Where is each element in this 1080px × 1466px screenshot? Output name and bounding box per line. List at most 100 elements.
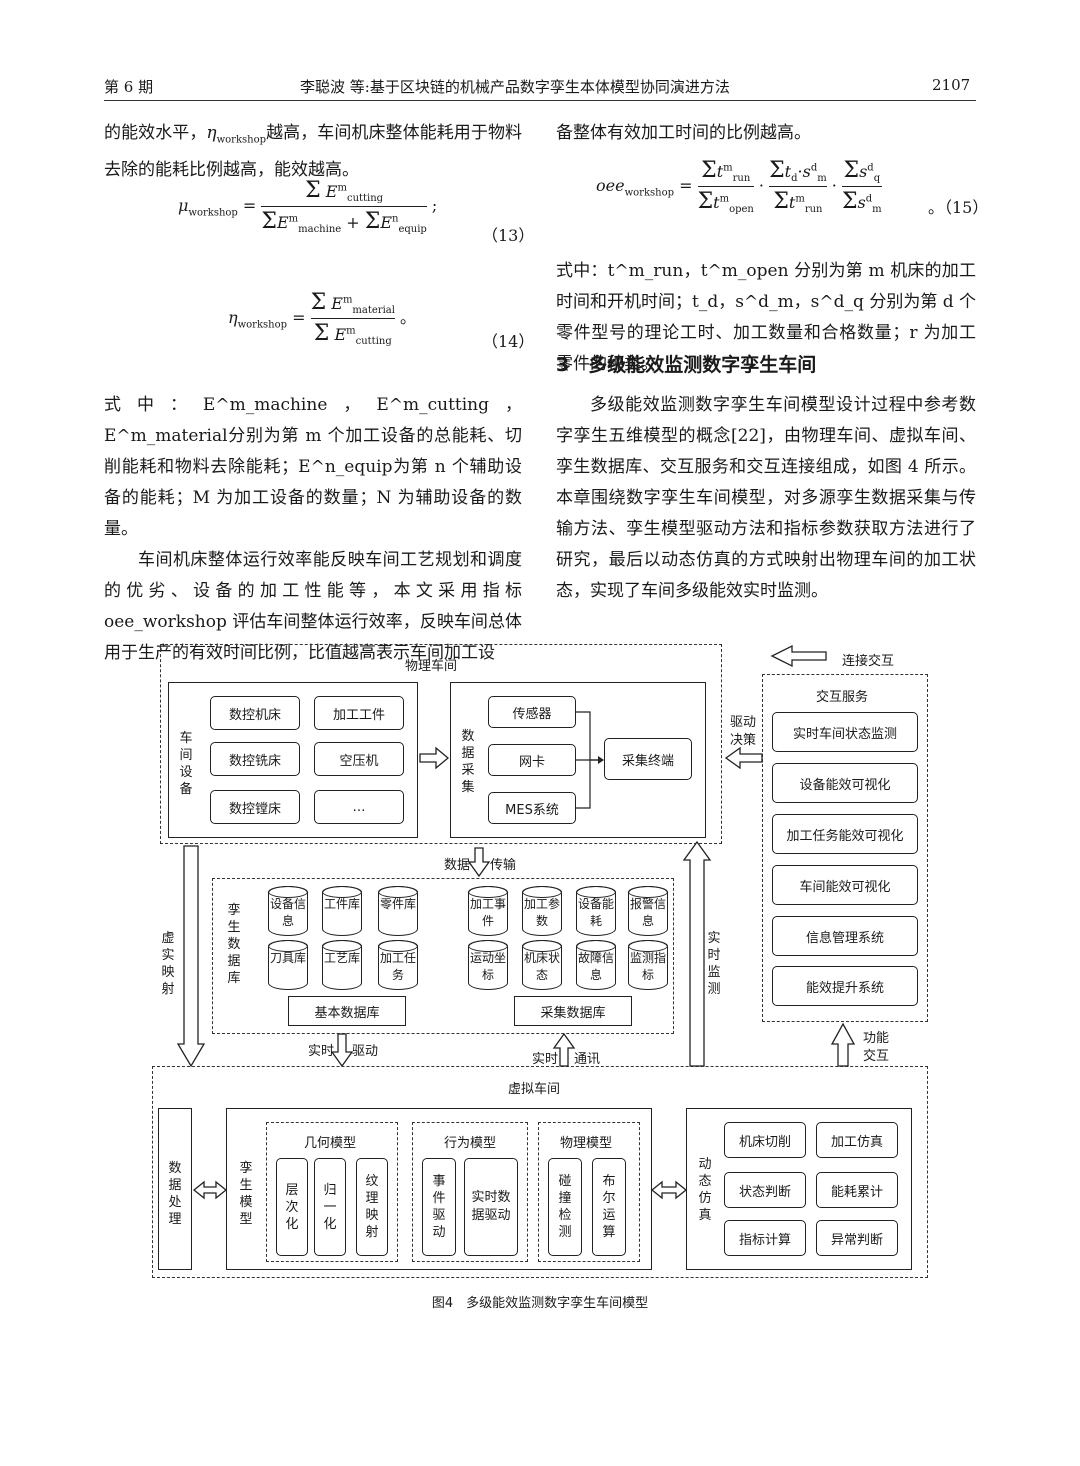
right-para-3: 多级能效监测数字孪生车间模型设计过程中参考数字孪生五维模型的概念[22]，由物理… (556, 395, 976, 601)
drive-decision-label: 驱动决策 (729, 715, 756, 748)
arrow-func-interact (830, 1022, 856, 1067)
figure-caption: 图4 多级能效监测数字孪生车间模型 (431, 1296, 649, 1311)
geo-model-label: 几何模型 (304, 1136, 357, 1151)
geo-item-3: 纹理映射 (356, 1158, 388, 1256)
collect-sensor: 传感器 (488, 696, 576, 728)
base-database: 基本数据库 (288, 996, 406, 1026)
right-para-1: 备整体有效加工时间的比例越高。 (556, 123, 811, 143)
connect-interaction-label: 连接交互 (842, 654, 895, 669)
equip-compressor: 空压机 (314, 742, 404, 776)
db-alarm: 报警信息 (628, 886, 668, 936)
left-para-2: 式中：E^m_machine，E^m_cutting，E^m_material分… (104, 395, 522, 663)
data-collect-label: 数据采集 (461, 729, 475, 795)
data-processing-label: 数据处理 (168, 1161, 182, 1227)
realtime-monitor-label: 实时监测 (707, 931, 721, 997)
sim-item-5: 指标计算 (724, 1220, 806, 1256)
db-coords: 运动坐标 (468, 940, 508, 990)
phy-model-label: 物理模型 (560, 1136, 613, 1151)
collect-terminal: 采集终端 (604, 738, 692, 780)
twin-database-label: 孪生数据库 (227, 903, 241, 986)
data-label-b: 传输 (490, 858, 517, 873)
sim-item-6: 异常判断 (816, 1220, 898, 1256)
db-tasks: 加工任务 (378, 940, 418, 990)
geo-item-1: 层次化 (276, 1158, 308, 1256)
geo-item-2: 归一化 (314, 1158, 346, 1256)
left-para-1: 的能效水平，ηworkshop越高，车间机床整体能耗用于物料去除的能耗比例越高，… (104, 123, 523, 181)
rt-drive-b: 驱动 (352, 1044, 379, 1059)
rt-drive-a: 实时 (308, 1044, 335, 1059)
data-collect-box (450, 682, 706, 838)
db-machine-state: 机床状态 (522, 940, 562, 990)
twin-model-label: 孪生模型 (239, 1161, 253, 1227)
arrow-service-to-physical (724, 746, 763, 770)
section-title: 3 多级能效监测数字孪生车间 (556, 354, 817, 376)
equation-13: μworkshop = Σ Emcutting ΣEmmachine + ΣEn… (178, 178, 438, 236)
phy-item-1: 碰撞检测 (548, 1158, 582, 1256)
virtual-map-label: 虚实映射 (161, 931, 175, 997)
virtual-workshop-label: 虚拟车间 (508, 1082, 561, 1097)
db-indicators: 监测指标 (628, 940, 668, 990)
service-item-4: 车间能效可视化 (772, 865, 918, 905)
equip-cnc-boring: 数控镗床 (210, 790, 300, 824)
collect-mes: MES系统 (488, 792, 576, 824)
equip-workpiece: 加工工件 (314, 696, 404, 730)
virtual-workshop-box (152, 1066, 928, 1278)
equip-cnc-mill: 数控铣床 (210, 742, 300, 776)
sim-item-1: 机床切削 (724, 1122, 806, 1158)
physical-workshop-label: 物理车间 (405, 659, 458, 674)
db-workpiece: 工件库 (322, 886, 362, 936)
geo-model-box (266, 1122, 398, 1262)
eq13-number: （13） (482, 226, 535, 245)
page-number: 2107 (932, 76, 971, 94)
db-energy: 设备能耗 (576, 886, 616, 936)
phy-model-box (538, 1122, 640, 1262)
phy-item-2: 布尔运算 (592, 1158, 626, 1256)
eq14-number: （14） (482, 332, 535, 351)
eq15-number: 。（15） (928, 198, 989, 217)
workshop-equipment-label: 车间设备 (179, 731, 193, 797)
db-process: 工艺库 (322, 940, 362, 990)
db-proc-events: 加工事件 (468, 886, 508, 936)
service-item-3: 加工任务能效可视化 (772, 814, 918, 854)
collect-database: 采集数据库 (514, 996, 632, 1026)
sim-item-4: 能耗累计 (816, 1172, 898, 1208)
arrow-connect (770, 644, 827, 668)
arrow-virtual-map (176, 845, 206, 1068)
interaction-service-box (762, 674, 928, 1022)
physical-workshop-box (160, 644, 722, 844)
header-rule (104, 100, 976, 101)
dynamic-sim-label: 动态仿真 (698, 1157, 712, 1223)
db-tools: 刀具库 (268, 940, 308, 990)
data-processing-box (158, 1108, 192, 1270)
twin-database-box (212, 878, 674, 1034)
interaction-service-label: 交互服务 (816, 690, 869, 705)
running-title: 李聪波 等:基于区块链的机械产品数字孪生本体模型协同演进方法 (300, 78, 730, 96)
issue-number: 第 6 期 (104, 78, 154, 96)
workshop-equipment-box (168, 682, 418, 838)
service-item-5: 信息管理系统 (772, 916, 918, 956)
equip-cnc-lathe: 数控机床 (210, 696, 300, 730)
data-label-a: 数据 (444, 858, 471, 873)
service-item-2: 设备能效可视化 (772, 763, 918, 803)
equation-14: ηworkshop = Σ Emmaterial Σ Emcutting 。 (228, 290, 417, 348)
beh-item-2: 实时数据驱动 (464, 1158, 518, 1256)
rt-comm-b: 通讯 (574, 1052, 601, 1067)
db-equip-info: 设备信息 (268, 886, 308, 936)
right-para-2: 式中：t^m_run，t^m_open 分别为第 m 机床的加工时间和开机时间；… (556, 261, 977, 374)
rt-comm-a: 实时 (532, 1052, 559, 1067)
db-proc-params: 加工参数 (522, 886, 562, 936)
collect-nic: 网卡 (488, 744, 576, 776)
equip-more: … (314, 790, 404, 824)
arrow-data-transfer (467, 847, 491, 878)
db-faults: 故障信息 (576, 940, 616, 990)
func-interact-label: 功能交互 (862, 1031, 889, 1064)
arrow-rt-drive (330, 1033, 354, 1068)
beh-model-label: 行为模型 (444, 1136, 497, 1151)
service-item-1: 实时车间状态监测 (772, 712, 918, 752)
service-item-6: 能效提升系统 (772, 966, 918, 1006)
beh-item-1: 事件驱动 (422, 1158, 456, 1256)
sim-item-2: 加工仿真 (816, 1122, 898, 1158)
sim-item-3: 状态判断 (724, 1172, 806, 1208)
db-parts: 零件库 (378, 886, 418, 936)
